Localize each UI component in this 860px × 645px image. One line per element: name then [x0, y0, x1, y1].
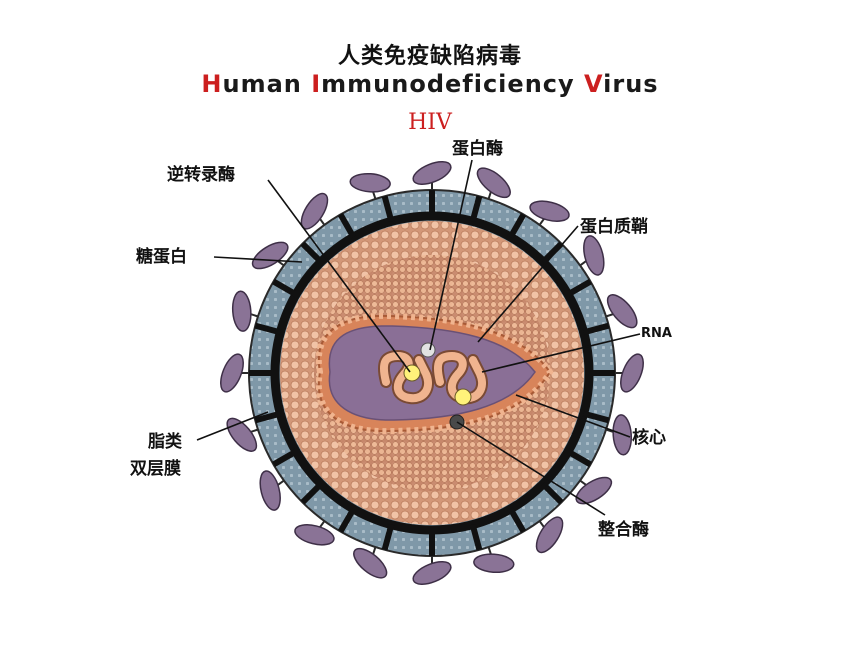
- transmembrane-block: [381, 523, 395, 551]
- glycoprotein-spike: [412, 161, 452, 191]
- transmembrane-block: [566, 448, 592, 468]
- glycoprotein-spike: [226, 417, 260, 452]
- glycoprotein-spike: [412, 555, 452, 585]
- capsid-border-beads: [315, 312, 554, 435]
- transmembrane-block: [337, 507, 357, 533]
- label-rna: RNA: [641, 326, 672, 341]
- glycoprotein-spike: [604, 294, 638, 329]
- label-matrix-protein: 蛋白质鞘: [580, 217, 648, 237]
- title-en-part-3: I: [311, 70, 322, 98]
- transmembrane-block: [337, 213, 357, 239]
- glycoprotein-spike: [220, 353, 250, 393]
- glycoprotein-spike: [614, 353, 644, 393]
- transmembrane-blocks: [249, 190, 615, 556]
- transmembrane-block: [566, 278, 592, 298]
- glycoprotein-spike: [294, 519, 335, 546]
- label-core: 核心: [632, 428, 666, 448]
- glycoprotein-spike: [353, 545, 388, 579]
- reverse-transcriptase-molecule-2: [454, 388, 472, 406]
- protease-molecule: [420, 342, 436, 358]
- glycoprotein-spike: [231, 290, 260, 332]
- transmembrane-block: [540, 241, 564, 265]
- transmembrane-block: [582, 410, 610, 424]
- title-en-part-4: mmunodeficiency: [321, 70, 584, 98]
- transmembrane-block: [540, 481, 564, 505]
- glycoprotein-spike: [473, 545, 515, 574]
- label-lipid-bilayer-line2: 双层膜: [130, 459, 181, 479]
- diagram-title-abbreviation: HIV: [408, 110, 452, 135]
- diagram-title-chinese: 人类免疫缺陷病毒: [337, 44, 522, 69]
- label-integrase: 整合酶: [598, 520, 649, 540]
- transmembrane-block: [272, 448, 298, 468]
- label-protease: 蛋白酶: [452, 139, 503, 159]
- transmembrane-block: [469, 195, 483, 223]
- label-lipid-bilayer-line1: 脂类: [148, 432, 182, 452]
- glycoprotein-spikes: [220, 161, 644, 585]
- transmembrane-block: [300, 481, 324, 505]
- label-reverse-transcriptase: 逆转录酶: [167, 165, 235, 185]
- glycoprotein-spike: [529, 200, 570, 227]
- transmembrane-block: [254, 322, 282, 336]
- glycoprotein-spike: [259, 470, 286, 511]
- glycoprotein-spike: [476, 167, 511, 201]
- glycoprotein-spike: [300, 192, 329, 230]
- title-en-part-5: V: [584, 70, 604, 98]
- title-en-part-1: H: [201, 70, 223, 98]
- transmembrane-block: [272, 278, 298, 298]
- transmembrane-block: [254, 410, 282, 424]
- leader-lines: [196, 159, 641, 516]
- transmembrane-block: [469, 523, 483, 551]
- diagram-title-english: Human Immunodeficiency Virus: [0, 70, 860, 98]
- glycoprotein-spike: [575, 476, 613, 505]
- title-en-part-6: irus: [603, 70, 659, 98]
- glycoprotein-spike: [578, 235, 605, 276]
- label-glycoprotein: 糖蛋白: [136, 247, 187, 267]
- title-en-part-2: uman: [222, 70, 312, 98]
- glycoprotein-spike: [349, 172, 391, 201]
- transmembrane-block: [507, 507, 527, 533]
- transmembrane-block: [381, 195, 395, 223]
- transmembrane-block: [300, 241, 324, 265]
- glycoprotein-spike: [535, 516, 564, 554]
- transmembrane-block: [507, 213, 527, 239]
- transmembrane-block: [582, 322, 610, 336]
